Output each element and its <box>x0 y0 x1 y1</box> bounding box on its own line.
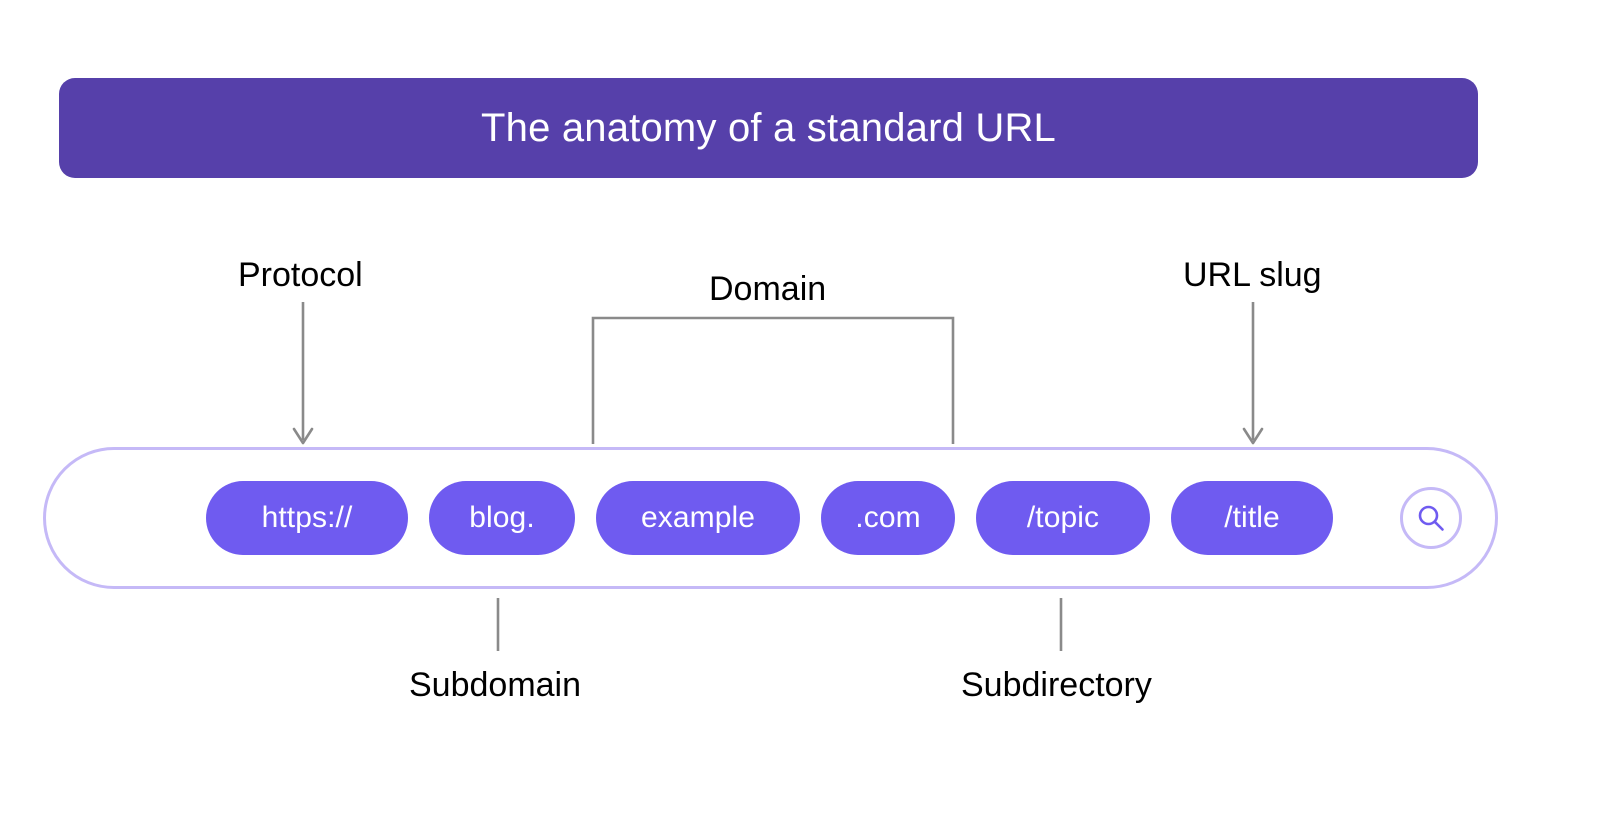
url-parts-row: https:// blog. example .com /topic /titl… <box>206 450 1333 586</box>
annotation-label-subdirectory: Subdirectory <box>961 666 1152 704</box>
connector-domain-bracket <box>591 316 955 444</box>
url-part-tld[interactable]: .com <box>821 481 955 555</box>
url-part-subdirectory[interactable]: /topic <box>976 481 1150 555</box>
annotation-label-protocol: Protocol <box>238 256 363 294</box>
url-part-protocol[interactable]: https:// <box>206 481 408 555</box>
url-part-subdomain[interactable]: blog. <box>429 481 575 555</box>
page-title: The anatomy of a standard URL <box>481 106 1056 150</box>
url-part-slug[interactable]: /title <box>1171 481 1333 555</box>
connector-protocol-arrow <box>292 302 314 445</box>
annotation-label-subdomain: Subdomain <box>409 666 582 704</box>
url-address-bar[interactable]: https:// blog. example .com /topic /titl… <box>43 447 1498 589</box>
annotation-label-domain: Domain <box>709 270 827 308</box>
search-icon <box>1418 505 1444 531</box>
annotation-label-url-slug: URL slug <box>1183 256 1322 294</box>
connector-url-slug-arrow <box>1242 302 1264 445</box>
header-banner: The anatomy of a standard URL <box>59 78 1478 178</box>
url-part-domain-name[interactable]: example <box>596 481 800 555</box>
search-button[interactable] <box>1400 487 1462 549</box>
